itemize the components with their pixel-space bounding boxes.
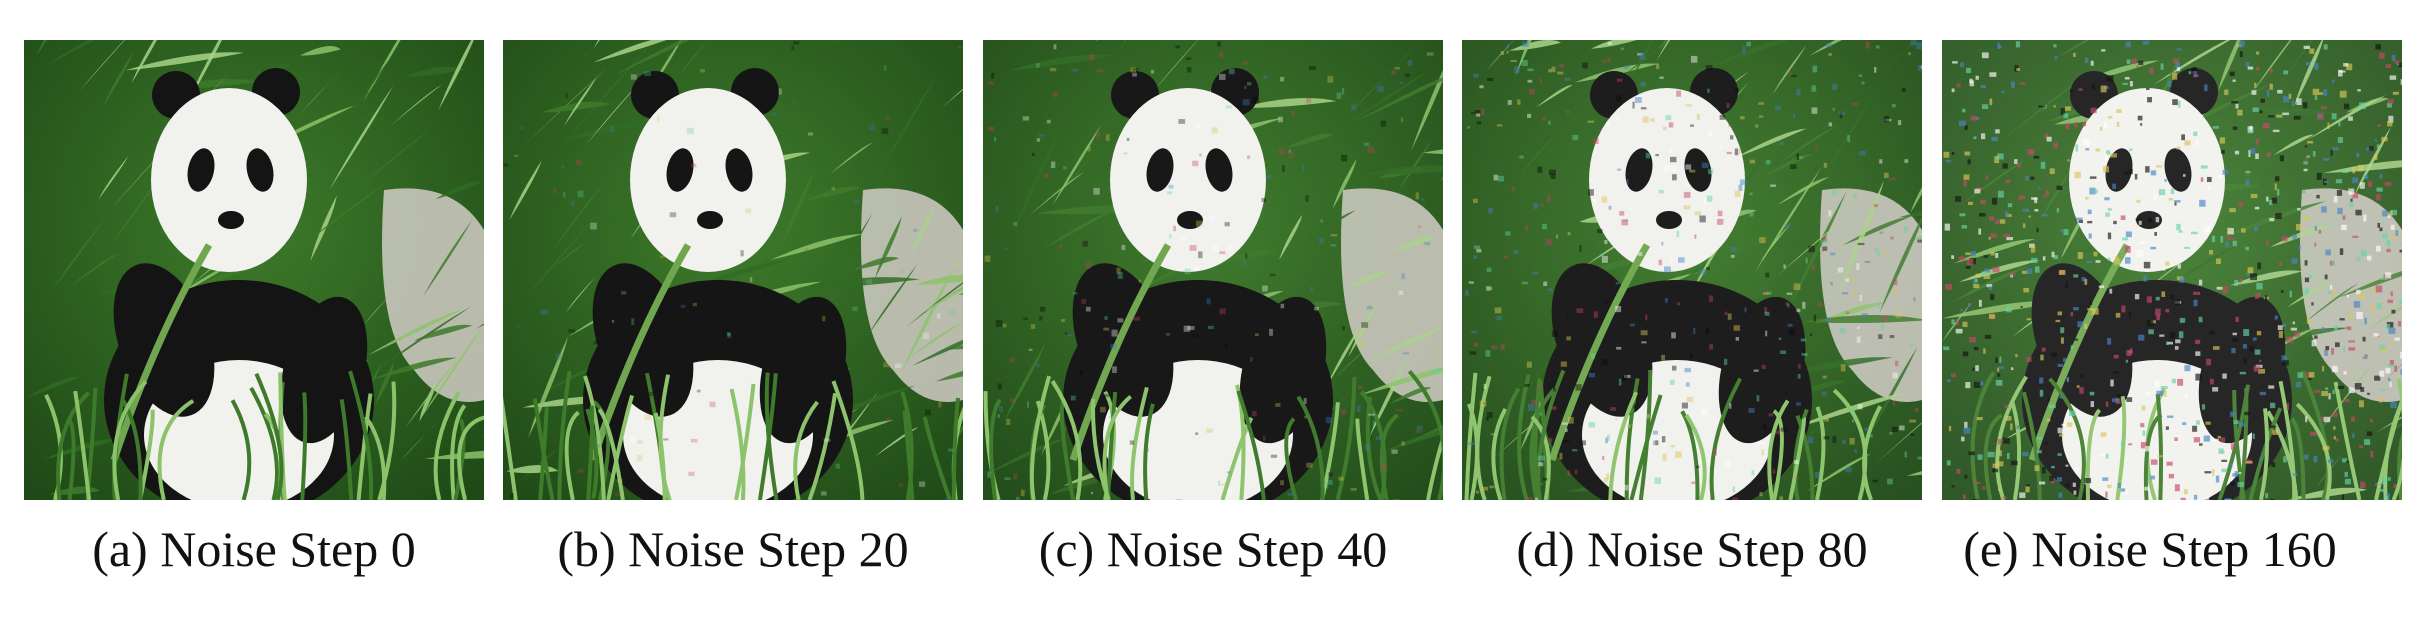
panda-scene [983, 40, 1443, 500]
panda-scene [1942, 40, 2402, 500]
panda-scene [503, 40, 963, 500]
panda-scene [1462, 40, 1922, 500]
panda-scene [24, 40, 484, 500]
panel-a-image [24, 40, 484, 500]
panel-b-image [503, 40, 963, 500]
caption-a: (a) Noise Step 0 [92, 521, 416, 577]
panel-c-image [983, 40, 1443, 500]
panel-d-image [1462, 40, 1922, 500]
caption-b: (b) Noise Step 20 [557, 521, 909, 577]
caption-e: (e) Noise Step 160 [1963, 521, 2337, 577]
caption-d: (d) Noise Step 80 [1516, 521, 1868, 577]
caption-c: (c) Noise Step 40 [1038, 521, 1388, 577]
panel-e-image [1942, 40, 2402, 500]
